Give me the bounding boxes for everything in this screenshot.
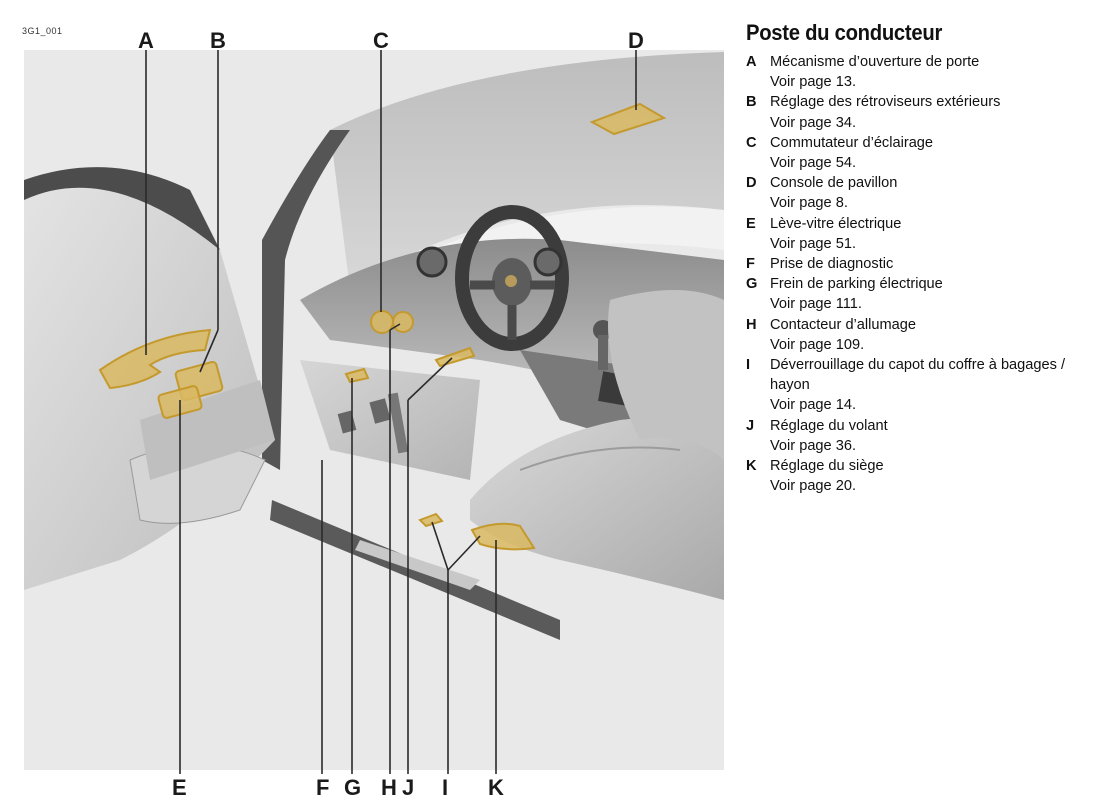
- callout-letter-c: C: [373, 28, 389, 53]
- legend-text: Commutateur d’éclairage: [770, 134, 934, 151]
- legend-letter: I: [746, 357, 751, 374]
- legend-text: Lève-vitre électrique: [770, 215, 902, 232]
- legend-letter: D: [746, 175, 757, 192]
- highlight-door-handle: [98, 328, 212, 390]
- legend-letter: K: [746, 458, 757, 475]
- driver-cockpit-illustration: A B C D E F G H J I K: [24, 28, 724, 800]
- legend-page-ref: Voir page 109.: [770, 336, 865, 353]
- callout-letter-d: D: [628, 28, 644, 53]
- legend-page-ref: Voir page 8.: [770, 195, 848, 212]
- page-title: Poste du conducteur: [746, 20, 943, 45]
- callout-letter-a: A: [138, 28, 154, 53]
- pedal-2: [369, 398, 391, 424]
- legend-item-i: I Déverrouillage du capot du coffre à ba…: [746, 355, 1086, 416]
- legend-letter: F: [746, 256, 755, 273]
- legend-letter: A: [746, 54, 757, 70]
- legend-page-ref: Voir page 111.: [770, 296, 862, 313]
- legend-page-ref: Voir page 13.: [770, 74, 857, 91]
- highlight-seat-adjust: [470, 522, 536, 551]
- door-armrest: [140, 380, 275, 480]
- highlight-steering-adjust: [434, 346, 476, 368]
- legend-text: Déverrouillage du capot du coffre à baga…: [770, 357, 1066, 394]
- legend-text: Mécanisme d’ouverture de porte: [770, 54, 980, 70]
- legend-page-ref: Voir page 36.: [770, 437, 857, 454]
- legend-page-ref: Voir page 14.: [770, 397, 857, 414]
- legend-page-ref: Voir page 20.: [770, 478, 857, 495]
- callout-letter-j: J: [402, 775, 414, 800]
- highlight-trunk-release: [418, 512, 444, 528]
- callout-letter-g: G: [344, 775, 361, 800]
- legend-letter: J: [746, 417, 755, 434]
- instrument-cluster: [416, 246, 563, 278]
- legend-text: Réglage du volant: [770, 417, 888, 434]
- callout-letter-f: F: [316, 775, 329, 800]
- pedal-3: [387, 392, 409, 454]
- steering-wheel: [455, 205, 569, 351]
- figure-id: 3G1_001: [22, 26, 63, 36]
- driver-seat: [470, 290, 724, 600]
- highlight-ignition: [392, 311, 414, 333]
- legend-text: Contacteur d’allumage: [770, 316, 917, 333]
- legend-panel: Poste du conducteur A Mécanisme d’ouvert…: [746, 20, 1086, 496]
- legend-page-ref: Voir page 54.: [770, 155, 857, 172]
- callout-letter-b: B: [210, 28, 226, 53]
- door-window-frame: [24, 167, 220, 250]
- legend-text: Prise de diagnostic: [770, 256, 894, 273]
- legend-text: Réglage du siège: [770, 458, 884, 475]
- highlight-light-switch: [370, 310, 394, 334]
- callout-letter-i: I: [442, 775, 448, 800]
- legend-page-ref: Voir page 34.: [770, 114, 857, 131]
- legend-text: Frein de parking électrique: [770, 276, 943, 293]
- leader-lines: [145, 50, 637, 774]
- legend-page-ref: Voir page 51.: [770, 235, 857, 252]
- legend-letter: C: [746, 134, 757, 151]
- legend-letter: B: [746, 94, 757, 111]
- highlight-roof-console: [589, 102, 667, 136]
- a-pillar: [262, 130, 350, 470]
- legend-letter: E: [746, 215, 756, 232]
- legend-text: Console de pavillon: [770, 175, 898, 192]
- callout-letter-h: H: [381, 775, 397, 800]
- callout-letter-e: E: [172, 775, 187, 800]
- legend-letter: H: [746, 316, 757, 333]
- legend-text: Réglage des rétroviseurs extérieurs: [770, 94, 1001, 111]
- callout-letter-k: K: [488, 775, 504, 800]
- legend-item-f: F Prise de diagnostic: [746, 254, 1086, 274]
- legend-letter: G: [746, 276, 758, 293]
